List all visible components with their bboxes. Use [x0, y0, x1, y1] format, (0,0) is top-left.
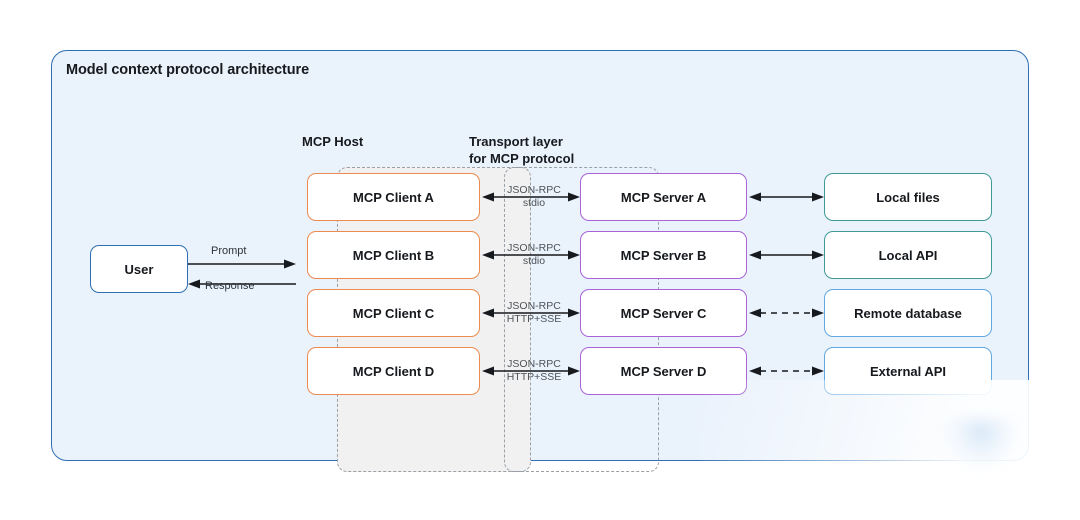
connector-label-response: Response: [205, 280, 255, 292]
group-label-mcp-host: MCP Host: [302, 134, 364, 149]
connector-label-transport-1: JSON-RPC stdio: [507, 184, 561, 209]
node-mcp-server-c[interactable]: MCP Server C: [580, 289, 747, 337]
node-user[interactable]: User: [90, 245, 188, 293]
node-remote-database[interactable]: Remote database: [824, 289, 992, 337]
node-local-files[interactable]: Local files: [824, 173, 992, 221]
connector-label-prompt: Prompt: [211, 245, 247, 257]
node-external-api[interactable]: External API: [824, 347, 992, 395]
page-title: Model context protocol architecture: [66, 62, 310, 78]
connector-label-transport-4: JSON-RPC HTTP+SSE: [506, 358, 562, 383]
node-mcp-client-b[interactable]: MCP Client B: [307, 231, 480, 279]
node-mcp-server-d[interactable]: MCP Server D: [580, 347, 747, 395]
node-mcp-client-a[interactable]: MCP Client A: [307, 173, 480, 221]
node-mcp-client-d[interactable]: MCP Client D: [307, 347, 480, 395]
node-mcp-server-a[interactable]: MCP Server A: [580, 173, 747, 221]
node-mcp-server-b[interactable]: MCP Server B: [580, 231, 747, 279]
node-mcp-client-c[interactable]: MCP Client C: [307, 289, 480, 337]
group-label-transport: Transport layer for MCP protocol: [469, 134, 575, 166]
connector-label-transport-3: JSON-RPC HTTP+SSE: [506, 300, 562, 325]
connector-label-transport-2: JSON-RPC stdio: [507, 242, 561, 267]
node-local-api[interactable]: Local API: [824, 231, 992, 279]
